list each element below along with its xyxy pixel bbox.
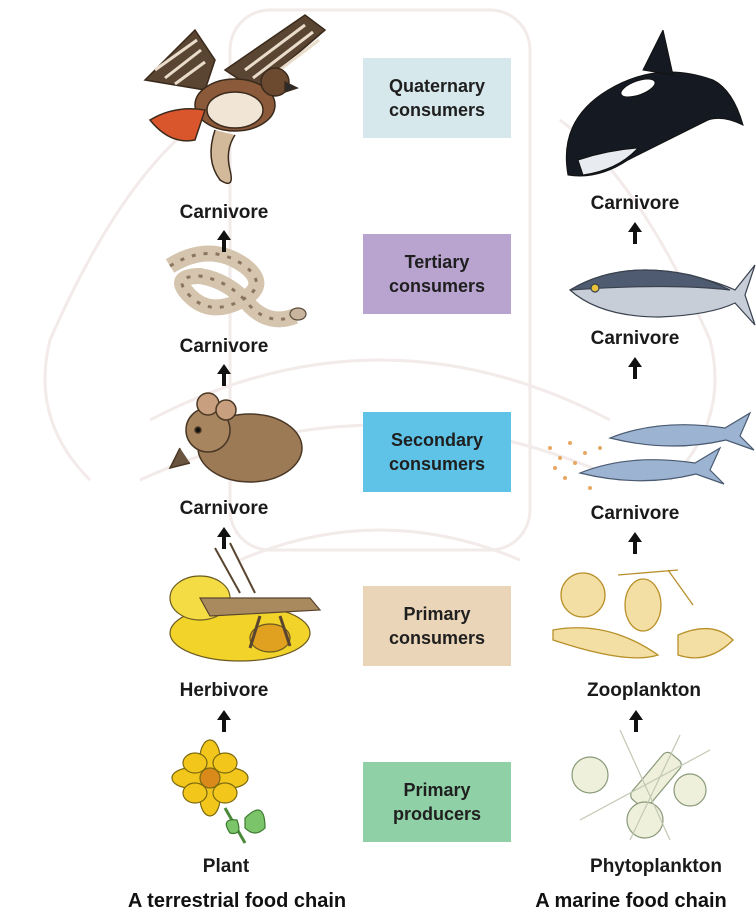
arrow-up-icon [629, 710, 643, 732]
terrestrial-label-3: Carnivore [180, 498, 269, 520]
arrow-up-icon [628, 357, 642, 379]
terrestrial-label-4: Herbivore [180, 680, 269, 702]
level-line2: consumers [389, 274, 485, 298]
arrow-up-icon [217, 710, 231, 732]
zooplankton-illustration [548, 565, 738, 675]
level-line2: consumers [389, 98, 485, 122]
level-line2: consumers [389, 452, 485, 476]
terrestrial-chain-title: A terrestrial food chain [128, 890, 346, 913]
marine-label-3: Carnivore [591, 503, 680, 525]
arrow-up-icon [628, 222, 642, 244]
marine-chain-title: A marine food chain [535, 890, 727, 913]
sardines-illustration [540, 408, 756, 498]
terrestrial-label-2: Carnivore [180, 336, 269, 358]
arrow-up-icon [217, 527, 231, 549]
marine-label-1: Carnivore [591, 193, 680, 215]
arrow-up-icon [628, 532, 642, 554]
level-line1: Primary [393, 778, 481, 802]
marine-label-2: Carnivore [591, 328, 680, 350]
terrestrial-label-5: Plant [203, 856, 249, 878]
level-line1: Primary [389, 602, 485, 626]
level-line2: producers [393, 802, 481, 826]
level-line1: Tertiary [389, 250, 485, 274]
level-line1: Secondary [389, 428, 485, 452]
level-line2: consumers [389, 626, 485, 650]
plant-illustration [165, 738, 275, 848]
marine-label-4: Zooplankton [587, 680, 701, 702]
grasshopper-flower-illustration [160, 538, 330, 668]
arrow-up-icon [217, 364, 231, 386]
mouse-illustration [160, 388, 310, 488]
tuna-illustration [560, 255, 756, 335]
marine-label-5: Phytoplankton [590, 856, 722, 878]
phytoplankton-illustration [560, 730, 730, 850]
level-line1: Quaternary [389, 74, 485, 98]
hawk-illustration [135, 10, 335, 200]
terrestrial-label-1: Carnivore [180, 202, 269, 224]
arrow-up-icon [217, 230, 231, 252]
killer-whale-illustration [548, 30, 748, 190]
